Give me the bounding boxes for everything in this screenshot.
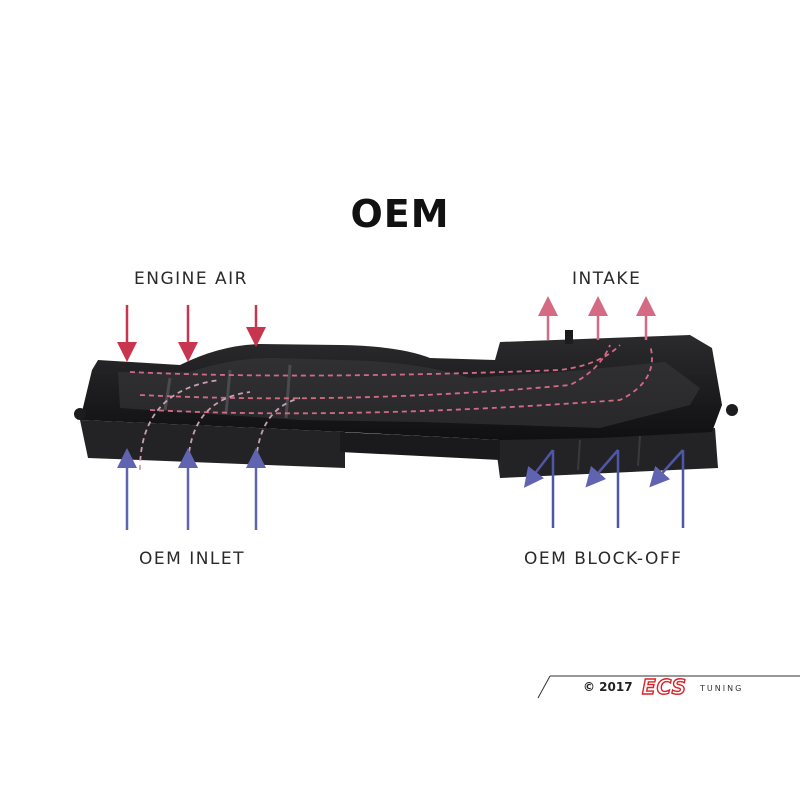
page-title: OEM <box>350 192 450 236</box>
engine-air-label: ENGINE AIR <box>134 269 248 289</box>
oem-block-off-label: OEM BLOCK-OFF <box>524 549 683 569</box>
intake-label: INTAKE <box>572 269 642 289</box>
oem-block-off-arrows <box>523 449 685 528</box>
ecs-tuning-logo: ECS <box>641 674 687 699</box>
ecs-logo-mark: ECS <box>642 675 687 699</box>
intake-arrows <box>538 296 656 340</box>
copyright-text: © 2017 <box>583 680 633 694</box>
brand-suffix: TUNING <box>700 684 744 693</box>
oem-inlet-arrows <box>117 448 266 530</box>
footer-divider <box>537 675 800 699</box>
oem-inlet-label: OEM INLET <box>139 549 246 569</box>
engine-air-arrows <box>117 305 266 362</box>
air-duct-part <box>74 330 738 478</box>
